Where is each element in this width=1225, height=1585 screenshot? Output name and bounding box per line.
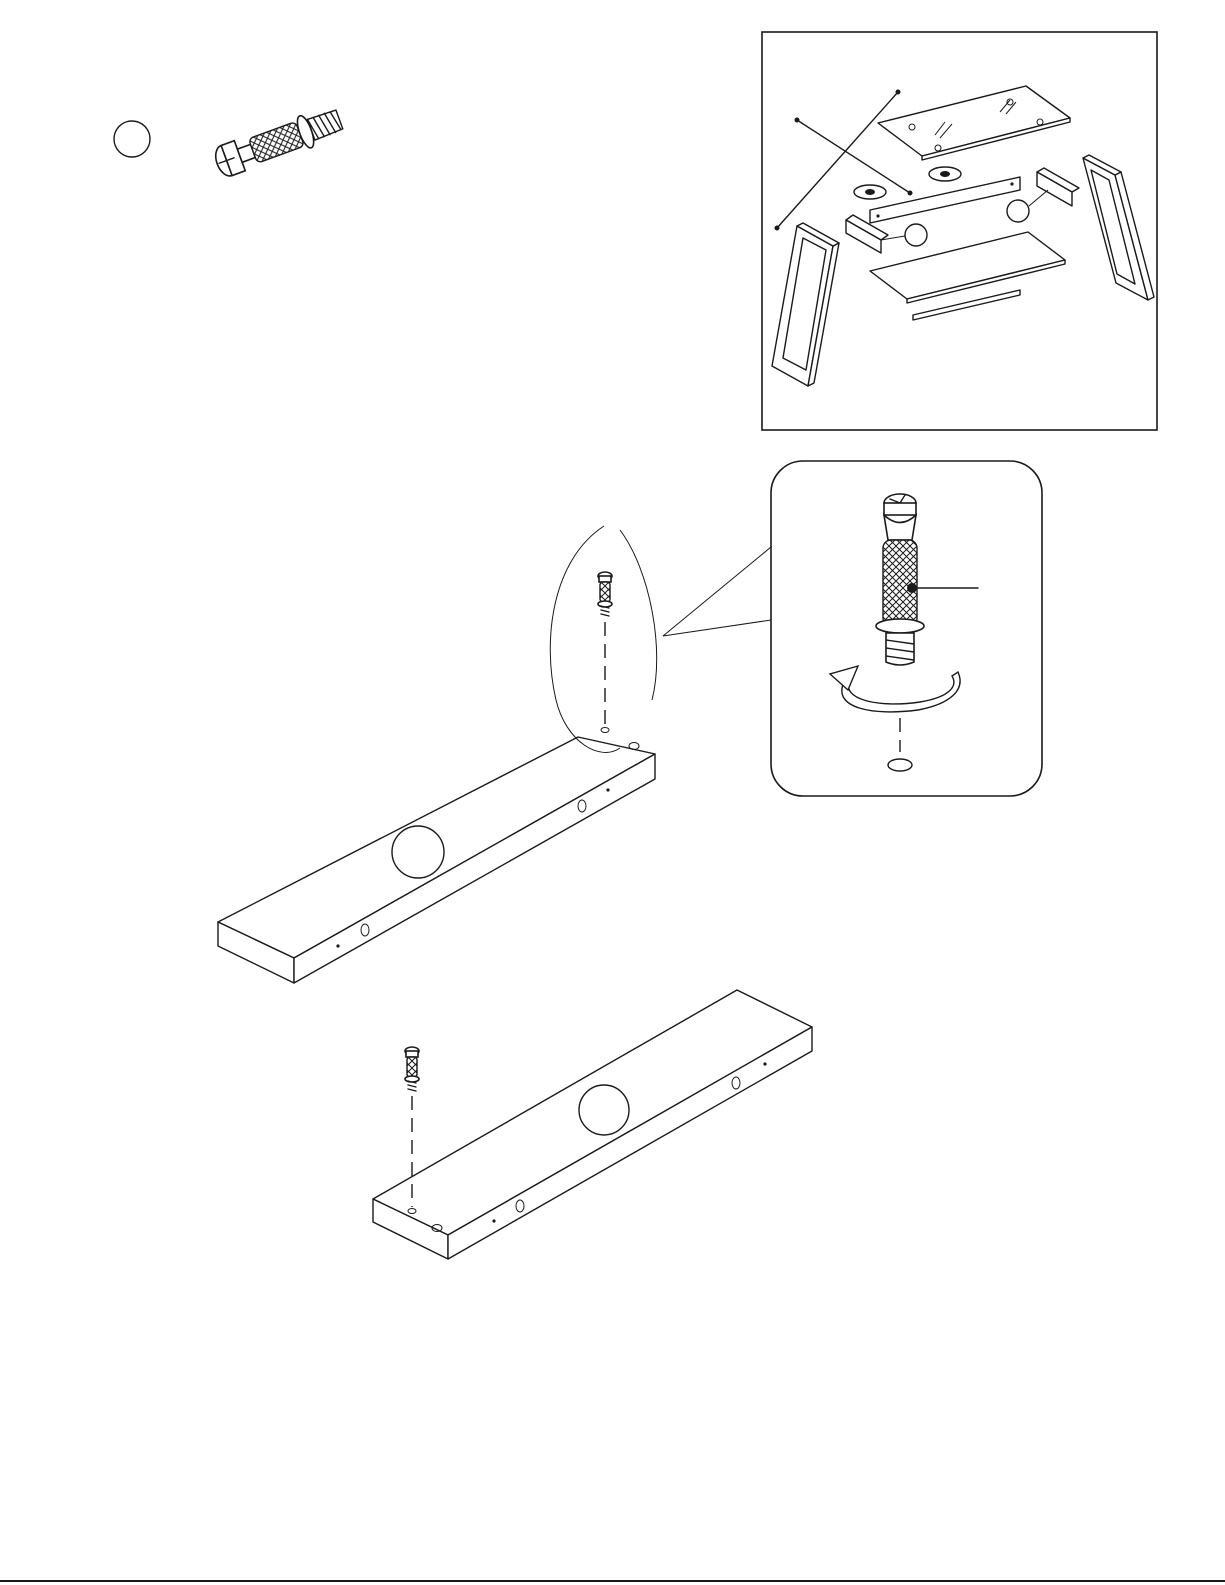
board-1	[218, 728, 655, 984]
detail-zoom	[771, 461, 1042, 796]
cam-bolt-icon	[211, 104, 345, 180]
board-2	[373, 990, 812, 1259]
glass-clip-left	[854, 185, 886, 199]
glass-clip-right	[929, 167, 961, 181]
exploded-overview	[762, 32, 1157, 430]
zoom-lens	[550, 526, 771, 752]
hardware-label-circle	[114, 121, 150, 157]
cam-bolt-board-2	[405, 1047, 419, 1091]
cam-bolt-board-1	[598, 572, 612, 616]
hardware-callout	[114, 104, 345, 180]
